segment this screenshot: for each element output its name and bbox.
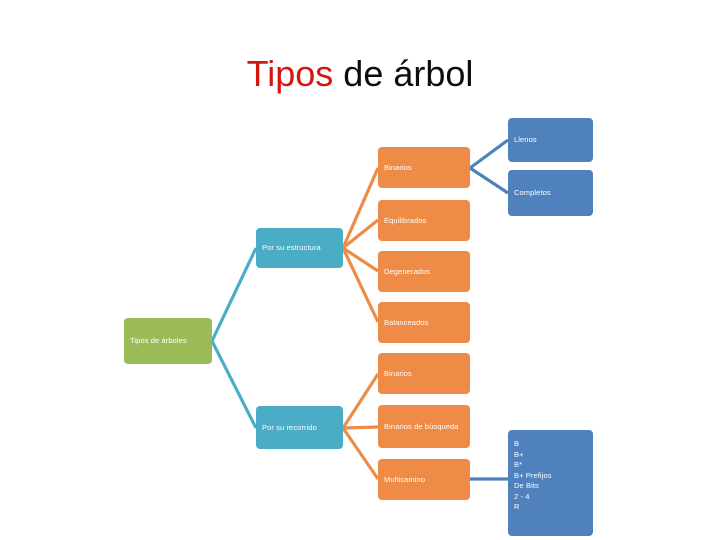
node-root-label: Tipos de árboles	[130, 336, 187, 345]
connector-estructura-to-degenerados	[342, 246, 379, 273]
page-title-rest: de árbol	[333, 53, 474, 94]
connector-estructura-to-binarios	[341, 167, 380, 249]
node-binarios-estructura[interactable]: Binarios	[378, 147, 470, 188]
node-multicamino[interactable]: Multicamino	[378, 459, 470, 500]
node-completos[interactable]: Completos	[508, 170, 593, 216]
node-equilibrados[interactable]: Equilibrados	[378, 200, 470, 241]
connector-recorrido-to-binarios	[341, 373, 380, 429]
page-title: Tipos de árbol	[0, 52, 720, 96]
node-balanceados-label: Balanceados	[384, 317, 429, 327]
node-llenos[interactable]: Llenos	[508, 118, 593, 162]
node-degenerados[interactable]: Degenerados	[378, 251, 470, 292]
page-title-accent: Tipos	[246, 53, 334, 94]
connector-binarios-to-llenos	[469, 138, 509, 170]
connector-binarios-to-completos	[469, 166, 509, 195]
node-binarios-de-busqueda-label: Binarios de búsqueda	[384, 421, 459, 431]
node-llenos-label: Llenos	[514, 135, 537, 144]
connector-recorrido-to-multicamino	[341, 427, 380, 480]
node-por-su-estructura[interactable]: Por su estructura	[256, 228, 343, 268]
connector-estructura-to-balanceados	[341, 247, 380, 323]
list-item: R	[514, 502, 520, 511]
node-binarios-de-busqueda[interactable]: Binarios de búsqueda	[378, 405, 470, 448]
list-item: B*	[514, 460, 523, 469]
connector-root-to-estructura	[210, 247, 258, 342]
connector-estructura-to-equilibrados	[342, 218, 379, 250]
node-por-su-recorrido[interactable]: Por su recorrido	[256, 406, 343, 449]
node-completos-label: Completos	[514, 188, 551, 197]
node-root[interactable]: Tipos de árboles	[124, 318, 212, 364]
list-item: B+	[514, 449, 524, 459]
list-item: 2 - 4	[514, 491, 530, 501]
node-multicamino-types-list[interactable]: B B+ B* B+ Prefijos De Bits 2 - 4 R	[508, 430, 593, 536]
connector-recorrido-to-binarios-busqueda	[342, 425, 379, 430]
node-multicamino-label: Multicamino	[384, 474, 426, 484]
connector-root-to-recorrido	[210, 340, 258, 429]
node-por-su-recorrido-label: Por su recorrido	[262, 422, 317, 432]
list-item: B+ Prefijos	[514, 470, 552, 480]
node-degenerados-label: Degenerados	[384, 266, 431, 276]
node-binarios-recorrido[interactable]: Binarios	[378, 353, 470, 394]
node-equilibrados-label: Equilibrados	[384, 215, 427, 225]
node-balanceados[interactable]: Balanceados	[378, 302, 470, 343]
list-item: B	[514, 439, 520, 448]
node-binarios-recorrido-label: Binarios	[384, 368, 412, 378]
list-item: De Bits	[514, 481, 539, 490]
node-por-su-estructura-label: Por su estructura	[262, 243, 321, 252]
node-binarios-estructura-label: Binarios	[384, 162, 412, 172]
